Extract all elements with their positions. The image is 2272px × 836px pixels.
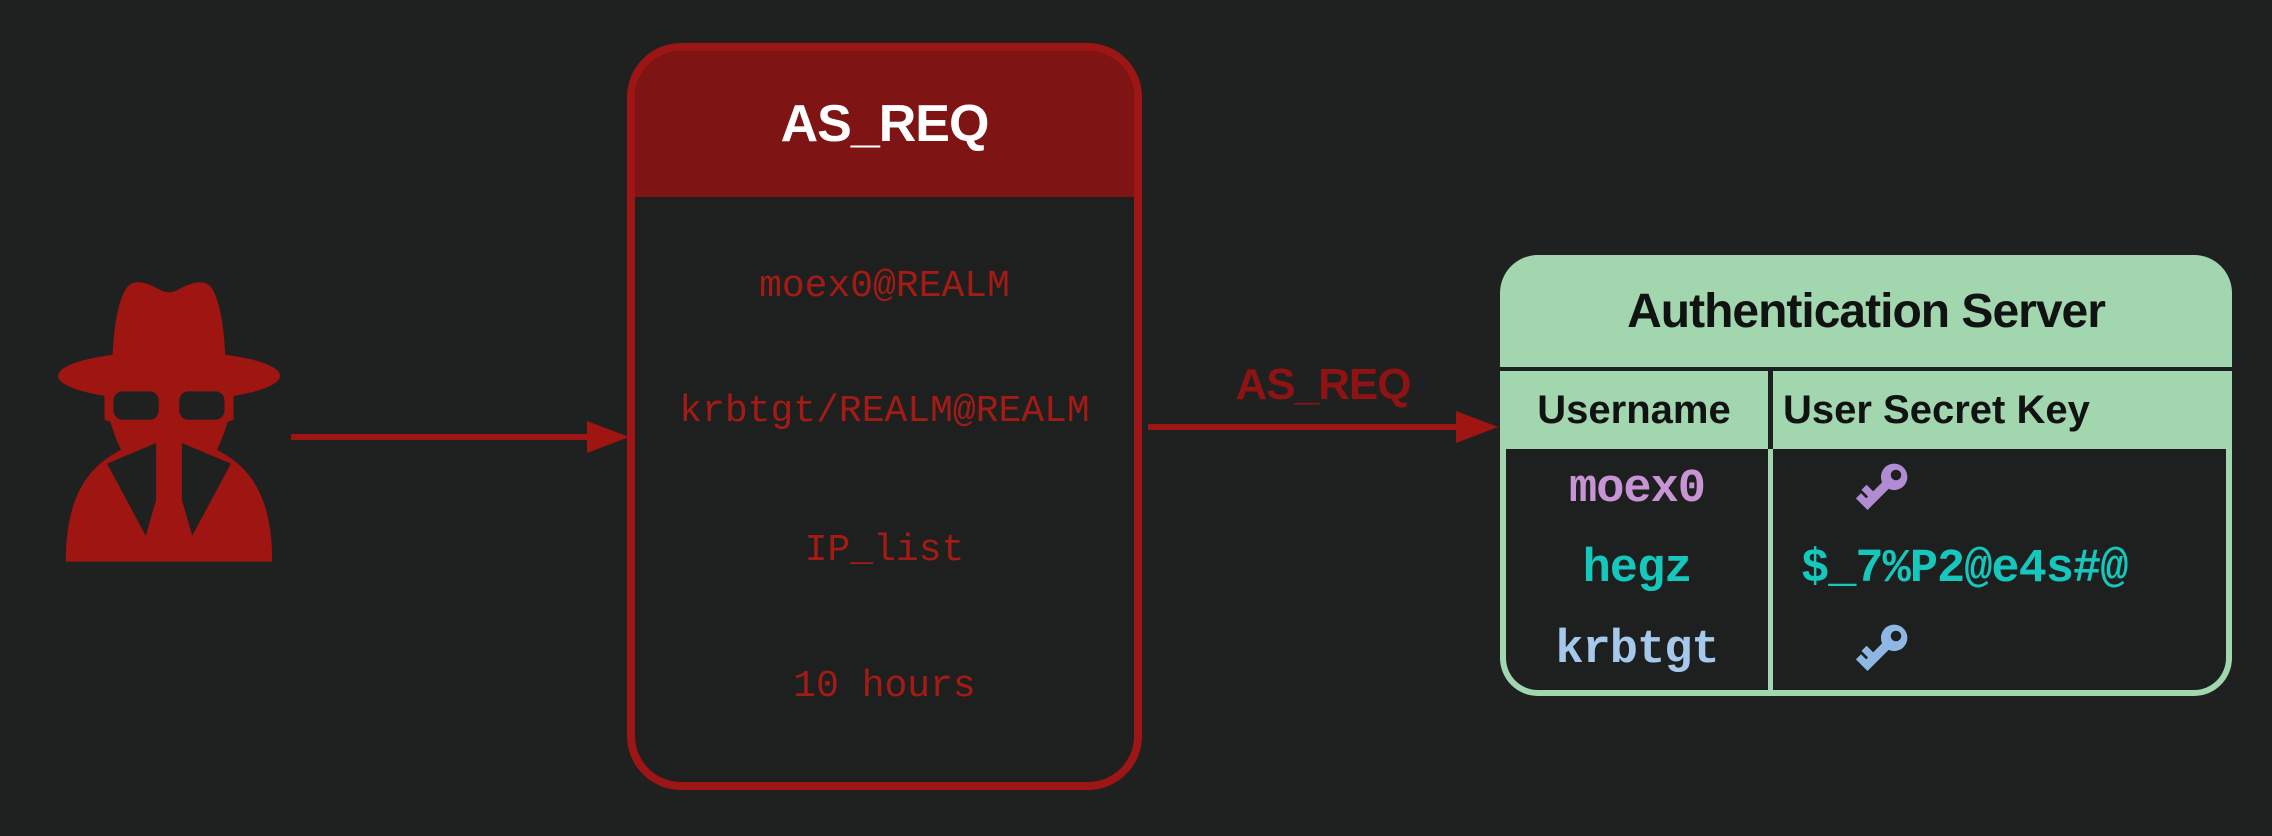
column-divider bbox=[1768, 371, 1773, 449]
column-divider bbox=[1768, 449, 1773, 690]
column-header-username: Username bbox=[1537, 387, 1731, 432]
title-divider bbox=[1500, 367, 2232, 371]
asreq-to-authserver-arrow bbox=[1148, 411, 1498, 443]
table-row: krbtgt bbox=[1506, 610, 2226, 690]
column-header-user-secret-key: User Secret Key bbox=[1783, 387, 2090, 432]
asreq-field-ip-list: IP_list bbox=[804, 529, 965, 572]
key-icon bbox=[1855, 624, 1908, 672]
asreq-box-header: AS_REQ bbox=[635, 51, 1134, 197]
table-row: moex0 bbox=[1506, 449, 2226, 529]
attacker-to-asreq-arrow bbox=[291, 421, 629, 453]
username-cell: krbtgt bbox=[1555, 623, 1719, 677]
authentication-server-box: Authentication Server Username User Secr… bbox=[1500, 255, 2232, 696]
table-row: hegz $_7%P2@e4s#@ bbox=[1506, 529, 2226, 609]
transfer-arrow-label: AS_REQ bbox=[1235, 360, 1412, 409]
authentication-server-title: Authentication Server bbox=[1627, 284, 2106, 338]
asreq-field-lifetime: 10 hours bbox=[793, 665, 976, 708]
spy-attacker-icon bbox=[58, 282, 280, 562]
asreq-packet-box: AS_REQ moex0@REALM krbtgt/REALM@REALM IP… bbox=[627, 43, 1142, 790]
asreq-box-title: AS_REQ bbox=[780, 95, 990, 153]
table-header-row: Username User Secret Key bbox=[1500, 371, 2232, 449]
username-cell: hegz bbox=[1582, 542, 1693, 596]
secret-key-cell: $_7%P2@e4s#@ bbox=[1801, 542, 2128, 596]
asreq-field-service-principal: krbtgt/REALM@REALM bbox=[679, 390, 1090, 433]
key-icon bbox=[1855, 463, 1908, 511]
asreq-field-client-principal: moex0@REALM bbox=[759, 265, 1010, 308]
username-cell: moex0 bbox=[1568, 462, 1706, 516]
table-body: moex0 hegz $_7%P2@e4s#@ krbtgt bbox=[1506, 449, 2226, 690]
